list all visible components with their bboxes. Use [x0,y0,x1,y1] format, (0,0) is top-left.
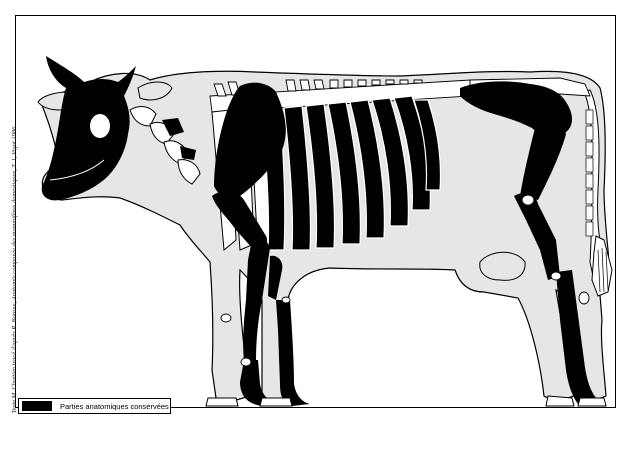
legend-label: Parties anatomiques conservées [60,402,169,411]
legend: Parties anatomiques conservées [18,398,171,414]
cow-skeleton-diagram [0,0,624,415]
udder [480,252,525,280]
skull-orbit [90,114,110,138]
legend-swatch [22,401,52,411]
tail-tuft [592,236,612,296]
